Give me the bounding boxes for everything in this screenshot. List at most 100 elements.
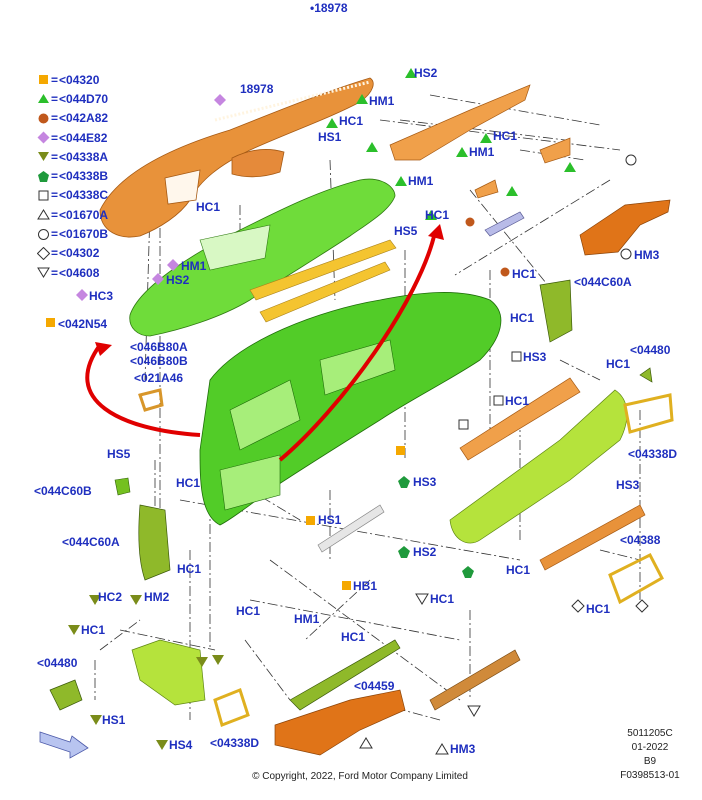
square-icon xyxy=(36,73,50,87)
legend-equals: = xyxy=(51,72,59,87)
triangle-down-outline-icon xyxy=(36,266,50,280)
label-hc1-bottom: HC1 xyxy=(430,592,455,606)
legend-code: <04338A xyxy=(59,149,109,164)
right-brackets-green xyxy=(539,279,653,383)
legend-row: =<044D70 xyxy=(36,89,108,108)
square-outline-icon xyxy=(36,188,50,202)
label-hc1-l3: HC1 xyxy=(177,562,202,576)
label-044c60a-right: <044C60A xyxy=(574,275,632,289)
label-hs1-center: HS1 xyxy=(318,513,342,527)
diagram-code: 5011205C xyxy=(627,728,673,739)
label-hc1-b3: HC1 xyxy=(341,630,366,644)
label-hm1-top: HM1 xyxy=(369,94,395,108)
label-hc1-mid2: HC1 xyxy=(505,394,530,408)
right-rail-and-glovebox xyxy=(449,377,674,605)
label-hc1-bracket2: HC1 xyxy=(510,311,535,325)
label-hm1-right: HM1 xyxy=(469,145,495,159)
label-hc1-r3: HC1 xyxy=(506,563,531,577)
legend-equals: = xyxy=(51,207,59,222)
legend-equals: = xyxy=(51,111,59,126)
label-hm1-mid: HM1 xyxy=(408,174,434,188)
label-04480-left: <04480 xyxy=(37,656,78,670)
label-hs5-top: HS5 xyxy=(394,224,418,238)
triangle-down-icon xyxy=(36,150,50,164)
diagram-date: 01-2022 xyxy=(631,742,669,753)
legend-row: =<04338A xyxy=(36,147,108,166)
legend-equals: = xyxy=(51,227,59,242)
trim-strips-yellow xyxy=(249,239,397,323)
legend-code: <04320 xyxy=(59,72,100,87)
label-hc1-mid: HC1 xyxy=(425,208,450,222)
legend-code: <04338B xyxy=(59,169,109,184)
dot-icon: • xyxy=(310,1,315,15)
label-hs1-top: HS1 xyxy=(318,130,342,144)
label-021a46: <021A46 xyxy=(134,371,184,385)
label-04388: <04388 xyxy=(620,533,661,547)
bottom-parts xyxy=(49,639,521,756)
legend-equals: = xyxy=(51,130,59,145)
legend-code: <044E82 xyxy=(59,130,108,145)
top-reference-label: •18978 xyxy=(310,1,348,15)
symbol-legend: =<04320=<044D70=<042A82=<044E82=<04338A=… xyxy=(36,70,108,282)
figure-number: F0398513-01 xyxy=(620,770,680,781)
label-046b80b: <046B80B xyxy=(130,354,188,368)
legend-row: =<04338C xyxy=(36,186,108,205)
copyright-text: © Copyright, 2022, Ford Motor Company Li… xyxy=(252,771,468,782)
crosscar-frame-green xyxy=(199,292,502,526)
legend-code: <044D70 xyxy=(59,91,109,106)
label-hs1-bottom: HS1 xyxy=(102,713,126,727)
triangle-up-icon xyxy=(36,92,50,106)
legend-equals: = xyxy=(51,169,59,184)
legend-code: <042A82 xyxy=(59,111,109,126)
legend-row: =<04320 xyxy=(36,70,108,89)
red-arrows xyxy=(85,231,437,462)
label-hm1-left: HM1 xyxy=(181,259,207,273)
label-hc3-left: HC3 xyxy=(89,289,114,303)
legend-equals: = xyxy=(51,188,59,203)
info-block: 5011205C 01-2022 B9 F0398513-01 xyxy=(615,728,685,781)
label-hc1-l2: HC1 xyxy=(176,476,201,490)
label-hc1-right: HC1 xyxy=(493,129,518,143)
label-hc1-bracket: HC1 xyxy=(512,267,537,281)
pentagon-icon xyxy=(36,169,50,183)
label-hc1-bottom-left: HC1 xyxy=(81,623,106,637)
legend-row: =<01670A xyxy=(36,205,108,224)
label-hs4-bottom: HS4 xyxy=(169,738,193,752)
label-hc1-r4: HC1 xyxy=(586,602,611,616)
label-hs2-center: HS2 xyxy=(413,545,437,559)
legend-equals: = xyxy=(51,246,59,261)
label-hc1-b2: HC1 xyxy=(236,604,261,618)
label-hs2-top: HS2 xyxy=(414,66,438,80)
label-hs3-mid: HS3 xyxy=(523,350,547,364)
legend-code: <04608 xyxy=(59,265,100,280)
legend-code: <01670B xyxy=(59,227,109,242)
upper-panel-orange xyxy=(99,77,374,238)
legend-equals: = xyxy=(51,91,59,106)
legend-equals: = xyxy=(51,265,59,280)
label-04338d-right: <04338D xyxy=(628,447,678,461)
label-hc1-top: HC1 xyxy=(339,114,364,128)
label-hs3-center: HS3 xyxy=(413,475,437,489)
legend-row: =<042A82 xyxy=(36,109,108,128)
legend-code: <04338C xyxy=(59,188,109,203)
dash-panel-green xyxy=(129,178,396,337)
label-04480-right: <04480 xyxy=(630,343,671,357)
legend-row: =<04608 xyxy=(36,263,108,282)
center-small-parts xyxy=(114,388,385,581)
label-042n54: <042N54 xyxy=(58,317,108,331)
legend-code: <01670A xyxy=(59,207,109,222)
label-046b80a: <046B80A xyxy=(130,340,188,354)
label-hs2-left: HS2 xyxy=(166,273,190,287)
legend-row: =<044E82 xyxy=(36,128,108,147)
label-hc1-r2: HC1 xyxy=(606,357,631,371)
label-044c60a-left: <044C60A xyxy=(62,535,120,549)
legend-code: <04302 xyxy=(59,246,100,261)
diagram-revision: B9 xyxy=(643,756,657,767)
label-044c60b: <044C60B xyxy=(34,484,92,498)
legend-row: =<04302 xyxy=(36,244,108,263)
right-upper-orange-parts xyxy=(389,84,671,256)
label-hb1: HB1 xyxy=(353,579,378,593)
triangle-up-outline-icon xyxy=(36,208,50,222)
front-direction-arrow-icon xyxy=(39,731,89,759)
